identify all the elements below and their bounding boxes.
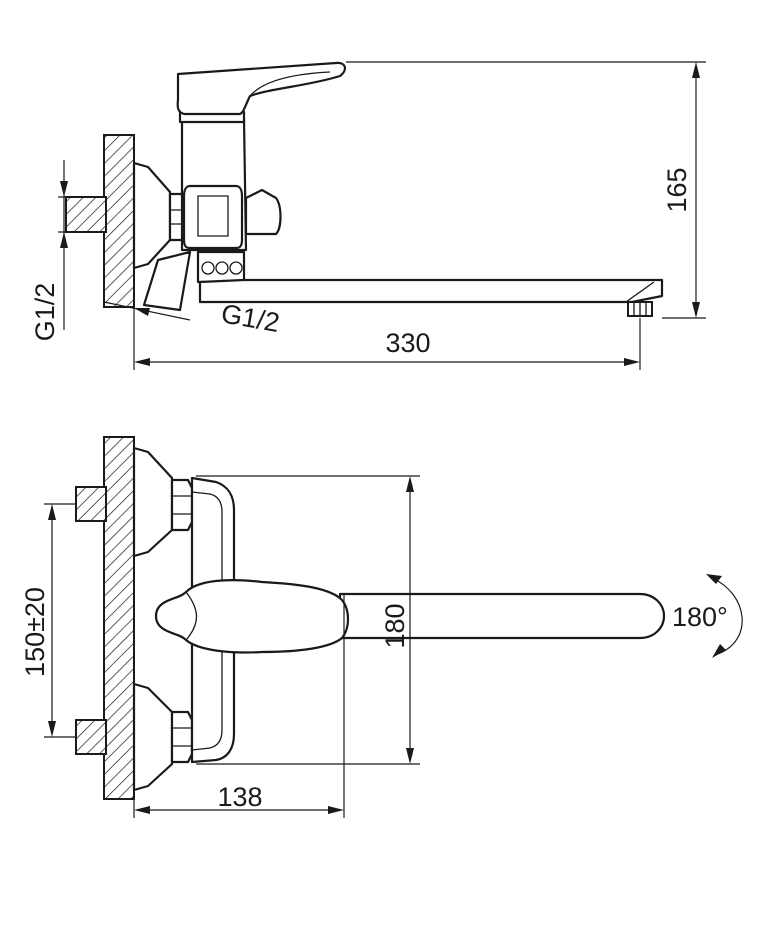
- top-spout: [338, 592, 666, 640]
- thread-vertical-label: G1/2: [30, 283, 60, 342]
- rotation-label: 180°: [672, 602, 728, 632]
- top-view: 150±20 180 138 180°: [20, 436, 743, 818]
- side-spout-collar: [196, 250, 246, 284]
- top-nut-lower: [170, 710, 194, 764]
- width-dimension-label: 180: [380, 603, 410, 648]
- length-dimension-label: 330: [385, 328, 430, 358]
- depth-dimension-label: 138: [217, 782, 262, 812]
- top-wall-section: [103, 436, 135, 800]
- side-diverter-knob: [244, 188, 282, 236]
- top-inlet-upper: [75, 486, 107, 522]
- side-wall-flange: [132, 161, 172, 270]
- side-center-knob: [182, 184, 244, 250]
- side-eccentric-connector: [142, 250, 192, 312]
- side-spout: [198, 278, 664, 304]
- top-inlet-lower: [75, 719, 107, 755]
- top-nut-upper: [170, 478, 194, 532]
- top-flange-lower: [132, 682, 174, 792]
- thread-angled-label: G1/2: [219, 298, 282, 338]
- side-lever-handle: [176, 61, 346, 116]
- rotation-arc: [711, 577, 743, 655]
- top-flange-upper: [132, 446, 174, 558]
- side-wall-section: [103, 134, 135, 308]
- spacing-dimension-label: 150±20: [20, 587, 50, 677]
- height-dimension-label: 165: [662, 167, 692, 212]
- side-view: 165 330 G1/2 G1/2: [30, 61, 706, 370]
- side-inlet-pipe: [65, 196, 107, 233]
- top-lever-handle: [154, 579, 350, 654]
